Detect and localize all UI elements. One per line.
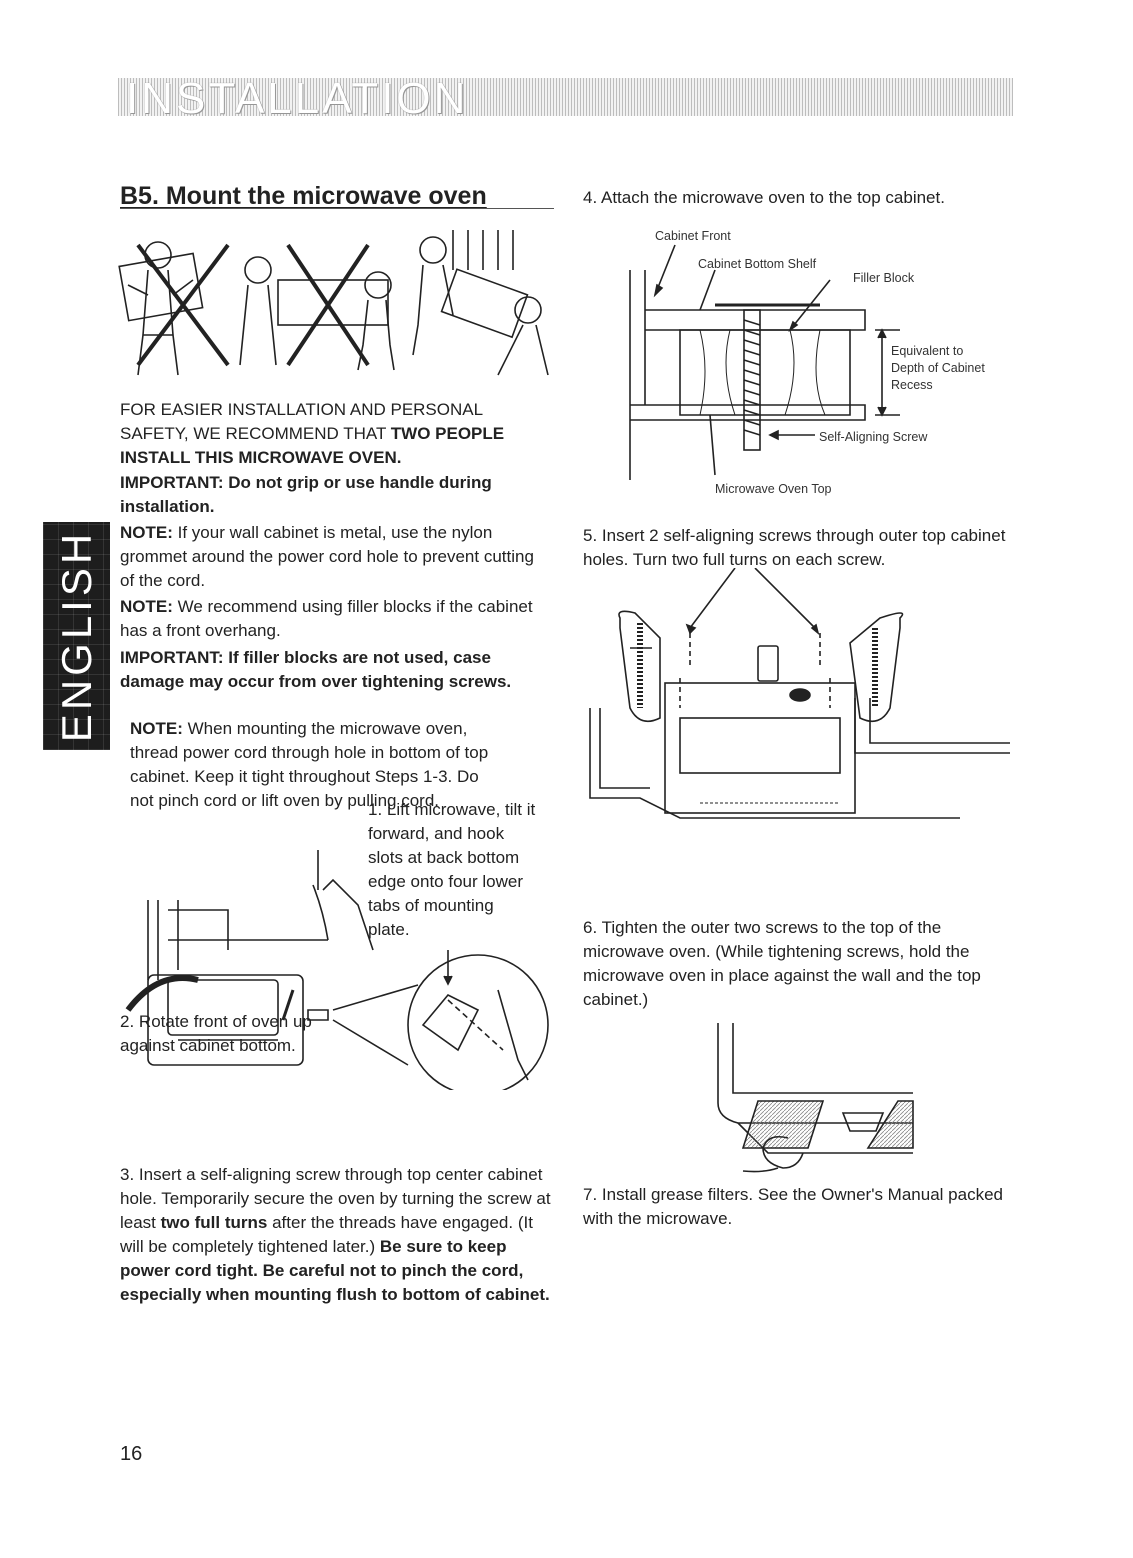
- step-1: 1. Lift microwave, tilt it forward, and …: [368, 798, 538, 942]
- important-handle-note: IMPORTANT: Do not grip or use handle dur…: [120, 473, 492, 516]
- step-text: Insert 2 self-aligning screws through ou…: [583, 526, 1006, 569]
- step-text: Tighten the outer two screws to the top …: [583, 918, 981, 1009]
- label-cabinet-bottom-shelf: Cabinet Bottom Shelf: [698, 257, 817, 271]
- note-text: We recommend using filler blocks if the …: [120, 597, 533, 640]
- language-tab-label: ENGLISH: [53, 529, 100, 743]
- step-number: 2.: [120, 1012, 135, 1031]
- step-text: Attach the microwave oven to the top cab…: [600, 188, 945, 207]
- installation-banner: INSTALLATION: [118, 78, 1013, 116]
- label-microwave-oven-top: Microwave Oven Top: [715, 482, 832, 496]
- step-text: after the threads have engaged. (It will…: [120, 1213, 533, 1256]
- label-equivalent-line3: Recess: [891, 378, 933, 392]
- grease-filter-diagram: [717, 1023, 914, 1173]
- note-filler-blocks: NOTE: We recommend using filler blocks i…: [120, 595, 540, 643]
- step-number: 7.: [583, 1185, 598, 1204]
- filler-block-diagram: [629, 244, 900, 480]
- step-5: 5. Insert 2 self-aligning screws through…: [583, 524, 1023, 572]
- note-text: When mounting the microwave oven, thread…: [130, 719, 489, 810]
- page-number: 16: [120, 1443, 143, 1465]
- label-cabinet-front: Cabinet Front: [655, 229, 731, 243]
- note-label: NOTE:: [130, 719, 183, 738]
- step-number: 4.: [583, 188, 598, 207]
- note-text: If your wall cabinet is metal, use the n…: [120, 523, 534, 590]
- label-filler-block: Filler Block: [853, 271, 915, 285]
- label-equivalent-line1: Equivalent to: [891, 344, 964, 358]
- note-metal-cabinet: NOTE: If your wall cabinet is metal, use…: [120, 521, 540, 593]
- intro-paragraph: FOR EASIER INSTALLATION AND PERSONAL SAF…: [120, 398, 540, 470]
- step-text: Insert a self-aligning screw through top…: [120, 1165, 551, 1232]
- important-filler-warning: IMPORTANT: If filler blocks are not used…: [120, 648, 512, 691]
- intro-text: FOR EASIER INSTALLATION AND PERSONAL SAF…: [120, 400, 483, 443]
- step-number: 1.: [368, 800, 383, 819]
- two-person-lift-illustration: [118, 230, 549, 376]
- note-label: NOTE:: [120, 523, 173, 542]
- step-text: Rotate front of oven up against cabinet …: [120, 1012, 312, 1055]
- tab-grid-pattern: [43, 522, 110, 750]
- step-number: 6.: [583, 918, 598, 937]
- step-6: 6. Tighten the outer two screws to the t…: [583, 916, 1013, 1012]
- step-2: 2. Rotate front of oven up against cabin…: [120, 1010, 320, 1058]
- step-number: 3.: [120, 1165, 135, 1184]
- step-text: Install grease filters. See the Owner's …: [583, 1185, 1003, 1228]
- intro-bold-text: TWO PEOPLE INSTALL THIS MICROWAVE OVEN.: [120, 424, 505, 467]
- label-equivalent-line2: Depth of Cabinet: [891, 361, 985, 375]
- note-power-cord: NOTE: When mounting the microwave oven, …: [130, 717, 500, 813]
- language-tab: ENGLISH: [43, 522, 110, 750]
- section-title: B5. Mount the microwave oven: [120, 182, 487, 210]
- label-self-aligning-screw: Self-Aligning Screw: [819, 430, 928, 444]
- outer-screws-diagram: [589, 568, 1010, 819]
- step-number: 5.: [583, 526, 598, 545]
- step-4: 4. Attach the microwave oven to the top …: [583, 186, 1013, 210]
- note-label: NOTE:: [120, 597, 173, 616]
- step-7: 7. Install grease filters. See the Owner…: [583, 1183, 1013, 1231]
- title-rule: [120, 208, 554, 209]
- banner-title: INSTALLATION: [126, 78, 469, 116]
- step-bold-text: two full turns: [160, 1213, 268, 1232]
- step-bold-warning: Be sure to keep power cord tight. Be car…: [120, 1237, 550, 1304]
- lift-onto-plate-illustration: [125, 850, 549, 1090]
- step-3: 3. Insert a self-aligning screw through …: [120, 1163, 560, 1307]
- step-text: Lift microwave, tilt it forward, and hoo…: [368, 800, 536, 939]
